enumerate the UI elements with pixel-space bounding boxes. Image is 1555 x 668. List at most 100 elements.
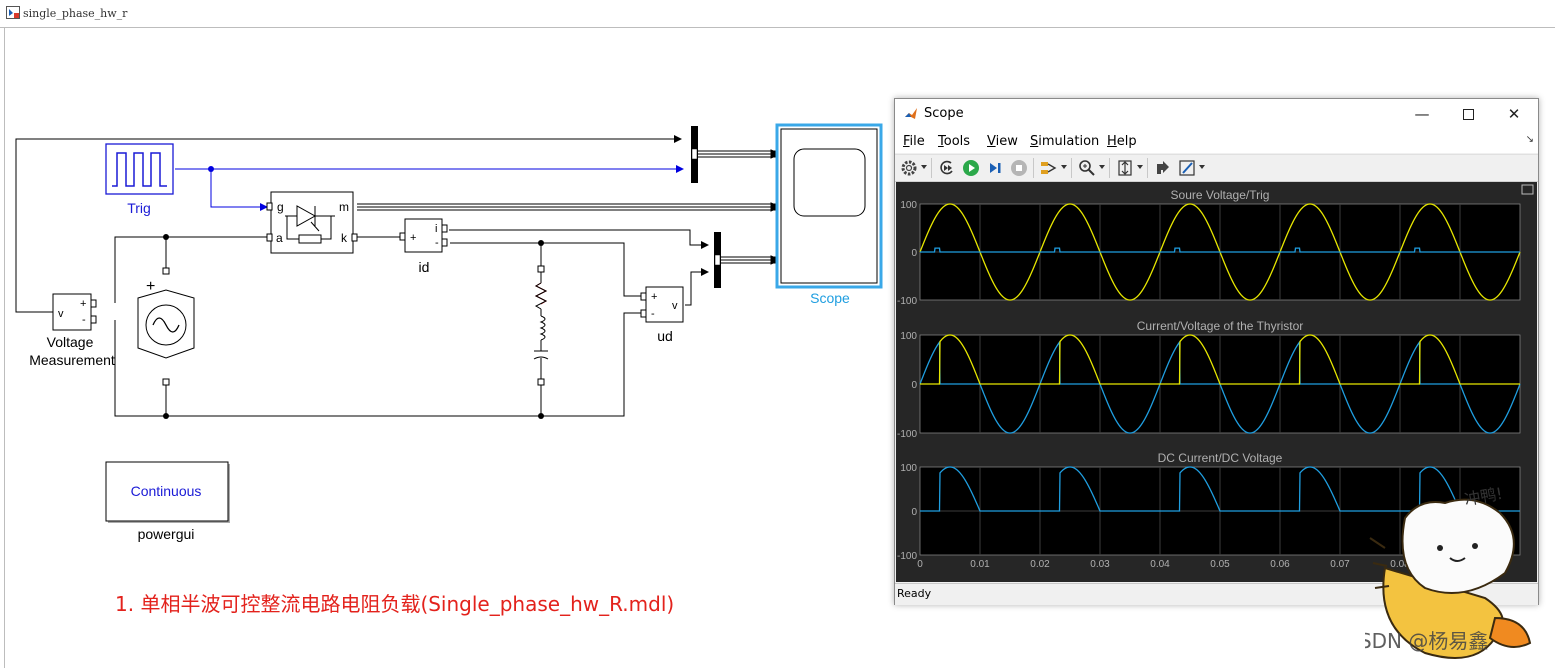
simulink-model-icon xyxy=(6,6,20,19)
step-forward-icon[interactable] xyxy=(985,158,1005,178)
svg-text:+: + xyxy=(410,232,416,244)
signal-vm-to-mux[interactable] xyxy=(15,135,682,313)
plot-title: Current/Voltage of the Thyristor xyxy=(1137,319,1304,333)
bus-mux2-to-scope[interactable] xyxy=(721,255,782,265)
port-k: k xyxy=(341,231,348,245)
powergui-label: powergui xyxy=(138,526,195,542)
signal-trace-2 xyxy=(920,247,1520,253)
watermark-sticker: 冲鸭! CSDN @杨易鑫 xyxy=(1365,484,1532,659)
scope-title: Scope xyxy=(924,106,964,121)
y-tick-label: 0 xyxy=(911,507,917,518)
bus-mux1-to-scope[interactable] xyxy=(698,149,782,159)
matlab-icon xyxy=(905,108,917,119)
signal-id-ud-to-mux[interactable] xyxy=(449,229,709,306)
svg-text:+: + xyxy=(80,298,86,310)
port-a: a xyxy=(276,231,283,245)
scope-toolbar xyxy=(895,154,1538,182)
cursor-icon[interactable] xyxy=(1153,158,1173,178)
port-g: g xyxy=(277,200,284,214)
bus-thyristor-to-scope[interactable] xyxy=(357,202,782,212)
svg-text:+: + xyxy=(146,278,155,295)
signal-trace-1 xyxy=(920,466,1520,512)
signal-trace-2 xyxy=(920,334,1520,385)
status-text: Ready xyxy=(897,587,932,600)
powergui-text: Continuous xyxy=(131,483,202,499)
scope-label: Scope xyxy=(810,290,850,306)
svg-text:i: i xyxy=(435,223,437,235)
svg-text:-: - xyxy=(435,237,439,249)
minimize-icon: — xyxy=(1414,105,1430,123)
highlight-icon[interactable] xyxy=(1039,158,1059,178)
sticker-text: 冲鸭! xyxy=(1463,484,1504,509)
scope-titlebar[interactable]: Scope — ✕ xyxy=(895,99,1538,129)
y-tick-label: 100 xyxy=(900,331,917,342)
ac-voltage-source-block[interactable]: + xyxy=(137,267,195,386)
x-tick-label: 0.08 xyxy=(1390,559,1410,570)
vm-label-1: Voltage xyxy=(47,334,94,350)
y-tick-label: -100 xyxy=(897,296,917,307)
menu-file[interactable]: File xyxy=(903,134,925,149)
x-tick-label: 0.06 xyxy=(1270,559,1290,570)
signal-trig[interactable] xyxy=(175,165,684,211)
svg-text:-: - xyxy=(82,314,86,326)
maximize-button[interactable] xyxy=(1445,99,1491,129)
menu-view[interactable]: View xyxy=(987,134,1018,149)
powergui-block[interactable]: Continuous powergui xyxy=(105,461,230,542)
x-tick-label: 0.03 xyxy=(1090,559,1110,570)
svg-text:+: + xyxy=(651,291,657,303)
y-tick-label: 0 xyxy=(911,380,917,391)
close-button[interactable]: ✕ xyxy=(1491,99,1537,129)
menu-help[interactable]: Help xyxy=(1107,134,1137,149)
caption-text: 1. 单相半波可控整流电路电阻负载(Single_phase_hw_R.mdl) xyxy=(115,592,675,616)
undock-icon[interactable]: ↘ xyxy=(1525,134,1534,145)
menu-simulation[interactable]: Simulation xyxy=(1030,134,1100,149)
signal-branch-point xyxy=(208,166,214,172)
restart-icon[interactable] xyxy=(937,158,957,178)
trig-label: Trig xyxy=(127,200,151,216)
voltage-measurement-block[interactable]: v + - Voltage Measurement xyxy=(29,293,115,368)
window-titlebar: single_phase_hw_r xyxy=(0,0,1555,28)
x-tick-label: 0.01 xyxy=(970,559,990,570)
gear-icon[interactable] xyxy=(899,158,919,178)
window-title: single_phase_hw_r xyxy=(23,7,128,20)
scope-axes-2[interactable]: Current/Voltage of the Thyristor 100 0 -100 xyxy=(897,319,1521,440)
current-measurement-block[interactable]: + i - id xyxy=(399,218,448,275)
close-icon: ✕ xyxy=(1507,105,1521,123)
plot-title: Soure Voltage/Trig xyxy=(1171,188,1270,202)
svg-text:v: v xyxy=(58,308,64,320)
y-tick-label: -100 xyxy=(897,551,917,562)
duck-illustration xyxy=(1369,498,1532,659)
svg-text:-: - xyxy=(651,308,655,320)
scope-menubar: File Tools View Simulation Help ↘ xyxy=(895,129,1538,153)
x-tick-label: 0.02 xyxy=(1030,559,1050,570)
watermark-text: CSDN @杨易鑫 xyxy=(1365,629,1488,653)
minimize-button[interactable]: — xyxy=(1399,99,1445,129)
stop-icon[interactable] xyxy=(1009,158,1029,178)
vm-label-2: Measurement xyxy=(29,352,115,368)
y-tick-label: -100 xyxy=(897,429,917,440)
port-m: m xyxy=(339,200,349,214)
rlc-load-block[interactable] xyxy=(533,265,549,386)
block-diagram: Trig g m a k xyxy=(15,123,883,542)
ud-measurement-block[interactable]: + - v ud xyxy=(640,286,684,344)
run-icon[interactable] xyxy=(961,158,981,178)
x-tick-label: 0.07 xyxy=(1330,559,1350,570)
x-tick-label: 0.05 xyxy=(1210,559,1230,570)
zoom-icon[interactable] xyxy=(1077,158,1097,178)
x-tick-label: 0 xyxy=(917,559,923,570)
plot-title: DC Current/DC Voltage xyxy=(1158,451,1283,465)
ud-label: ud xyxy=(657,328,673,344)
x-tick-label: 0.04 xyxy=(1150,559,1170,570)
plot-undock-icon[interactable] xyxy=(1521,184,1534,195)
axes-scale-icon[interactable] xyxy=(1115,158,1135,178)
style-icon[interactable] xyxy=(1177,158,1197,178)
svg-text:v: v xyxy=(672,300,678,312)
scope-block[interactable]: Scope xyxy=(775,123,883,306)
menu-tools[interactable]: Tools xyxy=(938,134,971,149)
trig-pulse-block[interactable]: Trig xyxy=(105,143,174,216)
y-tick-label: 0 xyxy=(911,248,917,259)
thyristor-block[interactable]: g m a k xyxy=(266,191,358,254)
scope-plots[interactable]: Soure Voltage/Trig1000-100Current/Voltag… xyxy=(896,182,1537,582)
y-tick-label: 100 xyxy=(900,463,917,474)
